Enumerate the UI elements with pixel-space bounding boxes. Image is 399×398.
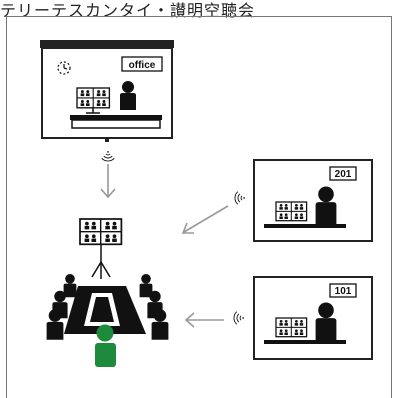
room-101-label: 101 (335, 286, 352, 297)
person-icon (46, 309, 64, 340)
down-arrow (100, 164, 116, 199)
video-wall-icon (275, 317, 308, 338)
highlighted-attendee-icon (95, 324, 116, 367)
room-101-panel: 101 (253, 276, 373, 360)
room-201-label: 201 (335, 169, 352, 180)
person-icon (151, 309, 169, 340)
person-icon (315, 186, 337, 225)
conference-table-icon (64, 286, 146, 334)
diagram-frame (6, 16, 392, 398)
wifi-signal-icon (234, 191, 246, 205)
room-201-panel: 201 (253, 159, 373, 242)
left-down-arrow (181, 205, 229, 234)
office-label: office (129, 60, 156, 71)
person-icon (315, 302, 337, 341)
clock-icon (57, 61, 71, 75)
office-desk (70, 115, 162, 129)
page-title: テリーテスカンタイ・讃明空聴会 (0, 1, 256, 19)
person-icon (63, 274, 77, 298)
wifi-signal-icon (233, 311, 245, 325)
wifi-signal-icon (101, 150, 115, 162)
office-video-wall-icon (76, 87, 111, 114)
left-arrow (184, 312, 224, 328)
video-wall-icon (79, 218, 123, 279)
office-label-box: office (121, 56, 163, 72)
video-wall-icon (275, 201, 308, 222)
presenter-icon (120, 81, 136, 110)
